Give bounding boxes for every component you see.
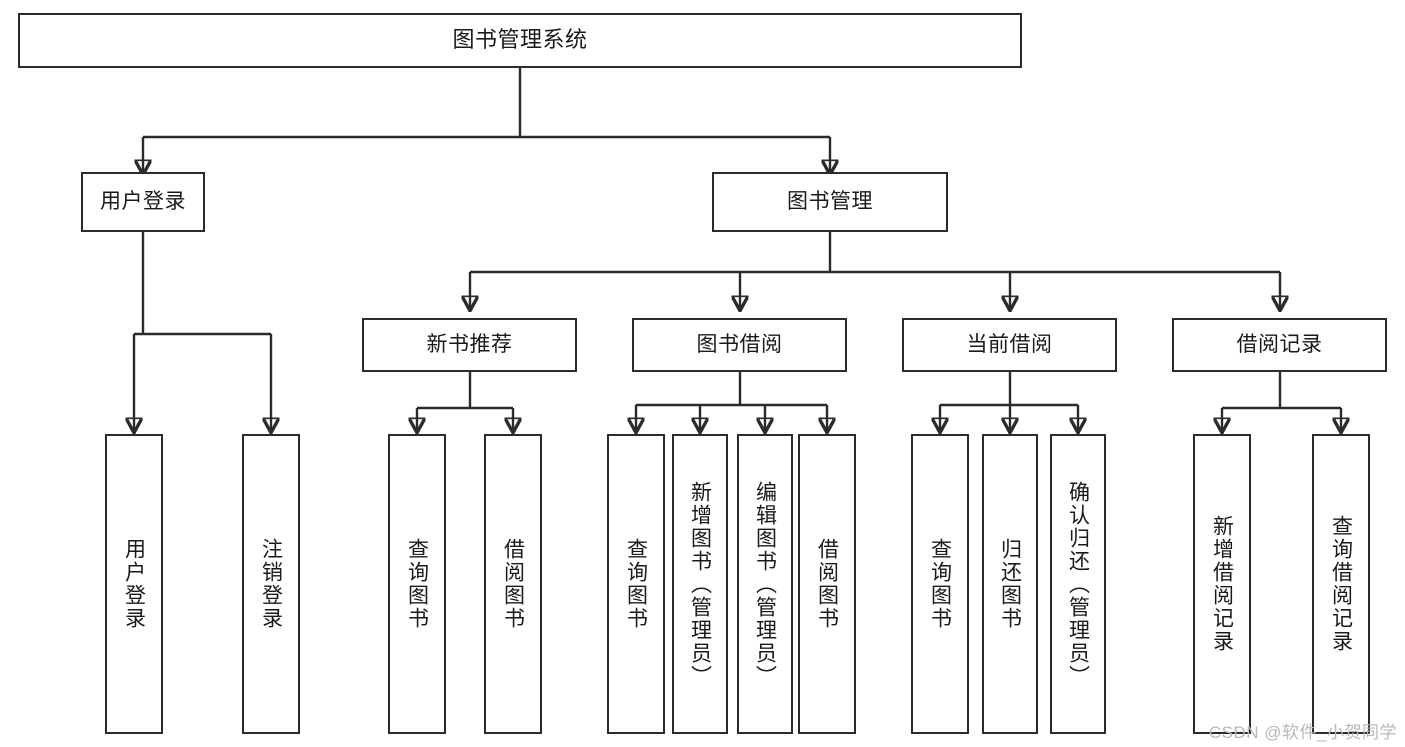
- node-label: 新增图书（管理员）: [688, 480, 712, 688]
- node-label: 注销登录: [259, 538, 283, 630]
- node-label: 图书管理系统: [452, 27, 588, 53]
- watermark-text: CSDN @软件_小贺同学: [1208, 723, 1397, 742]
- leaf-query-borrow-record[interactable]: 查询借阅记录: [1312, 434, 1370, 734]
- node-label: 编辑图书（管理员）: [753, 480, 777, 688]
- node-label: 图书管理: [787, 190, 873, 214]
- leaf-query-book-new-recommend[interactable]: 查询图书: [388, 434, 446, 734]
- node-new-book-recommend[interactable]: 新书推荐: [362, 318, 577, 372]
- node-label: 查询图书: [405, 538, 429, 630]
- node-current-borrow[interactable]: 当前借阅: [902, 318, 1117, 372]
- node-label: 查询借阅记录: [1329, 515, 1353, 653]
- node-label: 确认归还（管理员）: [1066, 480, 1090, 688]
- leaf-confirm-return-admin[interactable]: 确认归还（管理员）: [1050, 434, 1106, 734]
- leaf-query-book-current[interactable]: 查询图书: [911, 434, 969, 734]
- node-label: 用户登录: [100, 190, 186, 214]
- node-borrow-record[interactable]: 借阅记录: [1172, 318, 1387, 372]
- node-label: 借阅记录: [1236, 333, 1323, 357]
- node-label: 用户登录: [122, 538, 146, 630]
- leaf-query-book-borrow[interactable]: 查询图书: [607, 434, 665, 734]
- node-label: 查询图书: [624, 538, 648, 630]
- leaf-user-login[interactable]: 用户登录: [105, 434, 163, 734]
- leaf-return-book[interactable]: 归还图书: [982, 434, 1038, 734]
- node-label: 当前借阅: [966, 333, 1053, 357]
- node-label: 借阅图书: [501, 538, 525, 630]
- node-label: 新书推荐: [426, 333, 513, 357]
- leaf-add-book-admin[interactable]: 新增图书（管理员）: [672, 434, 728, 734]
- leaf-borrow-book-new-recommend[interactable]: 借阅图书: [484, 434, 542, 734]
- leaf-logout-login[interactable]: 注销登录: [242, 434, 300, 734]
- leaf-add-borrow-record[interactable]: 新增借阅记录: [1193, 434, 1251, 734]
- node-book-borrow[interactable]: 图书借阅: [632, 318, 847, 372]
- node-root-book-management-system[interactable]: 图书管理系统: [18, 13, 1022, 68]
- node-label: 查询图书: [928, 538, 952, 630]
- node-label: 新增借阅记录: [1210, 515, 1234, 653]
- node-label: 借阅图书: [815, 538, 839, 630]
- leaf-borrow-book-borrow[interactable]: 借阅图书: [798, 434, 856, 734]
- node-user-login[interactable]: 用户登录: [81, 172, 205, 232]
- node-label: 图书借阅: [696, 333, 783, 357]
- node-label: 归还图书: [998, 538, 1022, 630]
- leaf-edit-book-admin[interactable]: 编辑图书（管理员）: [737, 434, 793, 734]
- node-book-management[interactable]: 图书管理: [712, 172, 948, 232]
